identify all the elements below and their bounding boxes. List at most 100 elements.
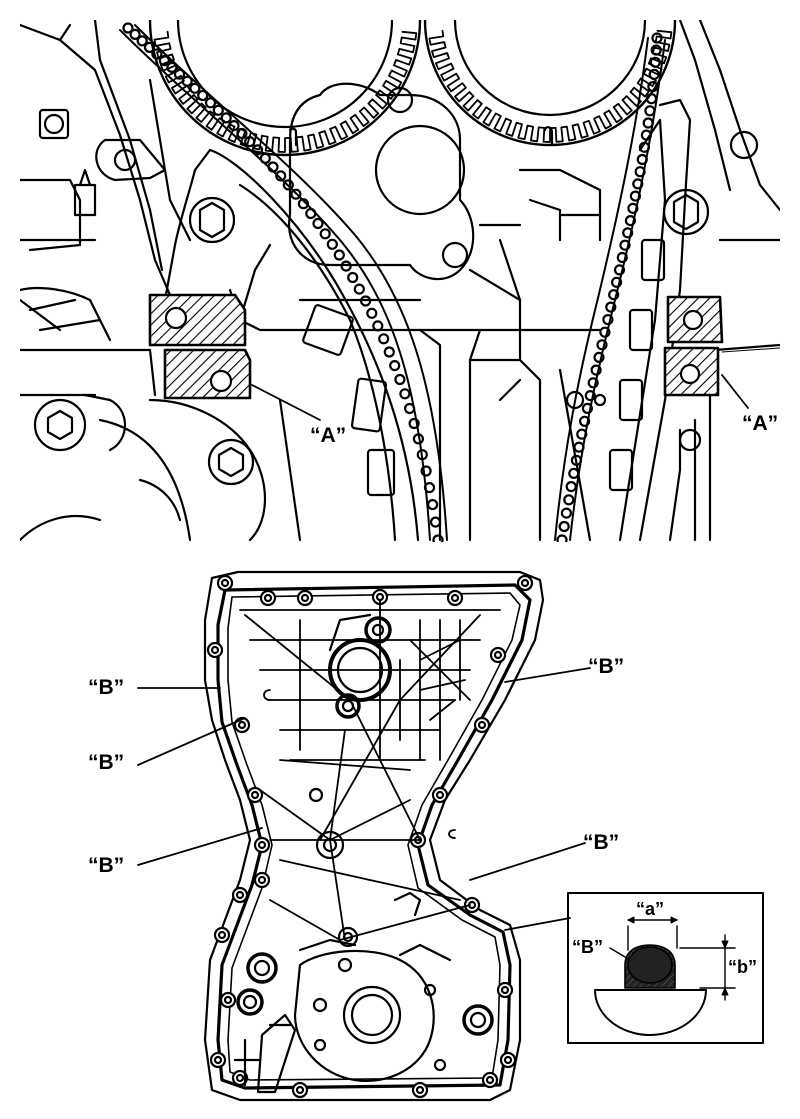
- b-leaders: [137, 667, 591, 931]
- chain-link: [640, 129, 653, 141]
- chain-link: [236, 127, 248, 140]
- cover-outline: [203, 570, 545, 1102]
- bolt-boss: [481, 1071, 499, 1089]
- chain-link: [404, 402, 416, 415]
- left-a-blocks: [148, 293, 252, 400]
- chain-link: [259, 152, 271, 164]
- fitting: [73, 168, 97, 217]
- upper-seal: [328, 613, 392, 719]
- center-housing: [287, 82, 554, 281]
- chain-link: [648, 68, 660, 81]
- chain-link: [333, 249, 345, 261]
- chain-link: [624, 215, 637, 227]
- bolt-boss: [489, 646, 507, 664]
- chain-link: [129, 28, 141, 41]
- bolt-hole: [217, 930, 227, 940]
- bolt-boss: [253, 871, 271, 889]
- chain-link: [136, 35, 148, 47]
- chain-link: [629, 190, 642, 202]
- chain-link: [638, 141, 651, 153]
- bolt-hole: [415, 1085, 425, 1095]
- bolt-boss: [291, 1081, 309, 1099]
- chain-link: [647, 80, 659, 93]
- bolt-hole: [235, 890, 245, 900]
- chain-link: [627, 202, 639, 214]
- bolt-hole: [485, 1075, 495, 1085]
- bolt-boss: [213, 926, 231, 944]
- chain-link: [204, 97, 217, 109]
- chain-link: [649, 56, 661, 68]
- chain-link: [378, 333, 390, 345]
- bolt-hole: [493, 650, 503, 660]
- right-chain-guide: [565, 98, 759, 542]
- chain-link: [584, 390, 596, 402]
- bolt-hole: [237, 720, 247, 730]
- cover-ribs: [239, 599, 501, 941]
- chain-link: [244, 136, 256, 148]
- chain-link: [394, 373, 406, 386]
- sealant-bead: [216, 583, 532, 1090]
- chain-link: [613, 264, 626, 276]
- chain-link: [651, 32, 663, 44]
- label-a-right: “A”: [742, 412, 779, 435]
- lower-left-components: [20, 286, 302, 542]
- chain-link: [412, 433, 424, 445]
- chain-link: [228, 119, 240, 132]
- chain-link: [619, 239, 631, 251]
- label-b-left-mid: “B”: [88, 751, 125, 774]
- bolt-hole: [263, 593, 273, 603]
- leader-a-left: [251, 384, 321, 421]
- chain-link: [645, 93, 658, 105]
- chain-link: [581, 402, 594, 414]
- chain-link: [197, 89, 209, 102]
- chain-link: [389, 360, 401, 372]
- bolt-hole: [210, 645, 220, 655]
- crack-line: [721, 347, 780, 353]
- chain-link: [573, 441, 585, 453]
- label-detail-b: “B”: [572, 937, 603, 957]
- chain-link: [312, 217, 324, 230]
- right-timing-chain: [554, 32, 666, 542]
- chain-link: [366, 307, 378, 319]
- chain-link: [383, 346, 395, 358]
- center-boss: [308, 787, 359, 948]
- bolt-hole: [300, 593, 310, 603]
- label-b-right-top: “B”: [588, 655, 625, 678]
- chain-link: [372, 320, 384, 332]
- chain-link: [556, 534, 568, 542]
- chain-link: [642, 117, 654, 129]
- label-detail-a: “a”: [636, 899, 665, 919]
- bolt-boss: [259, 589, 277, 607]
- chain-link: [290, 188, 302, 200]
- bolt-hole: [220, 578, 230, 588]
- detail-inset: [567, 892, 764, 1044]
- bolt-boss: [219, 991, 237, 1009]
- chain-link: [570, 454, 583, 466]
- chain-link: [636, 153, 648, 166]
- bolt-boss: [206, 641, 224, 659]
- chain-link: [605, 301, 617, 313]
- chain-link: [602, 314, 614, 326]
- chain-link: [427, 499, 439, 511]
- chain-link: [360, 295, 372, 307]
- chain-link: [558, 520, 570, 533]
- chain-link: [622, 227, 634, 239]
- chain-link: [644, 105, 656, 117]
- chain-link: [340, 260, 352, 272]
- chain-link: [610, 276, 623, 288]
- label-b-left-top: “B”: [88, 676, 125, 699]
- crank-seal: [233, 891, 494, 1094]
- chain-link: [122, 22, 134, 34]
- timing-chain-view: [20, 20, 780, 542]
- chain-link: [423, 482, 436, 494]
- chain-link: [634, 166, 646, 178]
- chain-link: [576, 428, 588, 440]
- bolt-boss: [473, 716, 491, 734]
- bolt-boss: [296, 589, 314, 607]
- chain-link: [560, 507, 573, 519]
- left-bracket: [38, 108, 167, 182]
- chain-link: [220, 112, 232, 124]
- chain-link: [353, 283, 365, 295]
- bolt-boss: [231, 1069, 249, 1087]
